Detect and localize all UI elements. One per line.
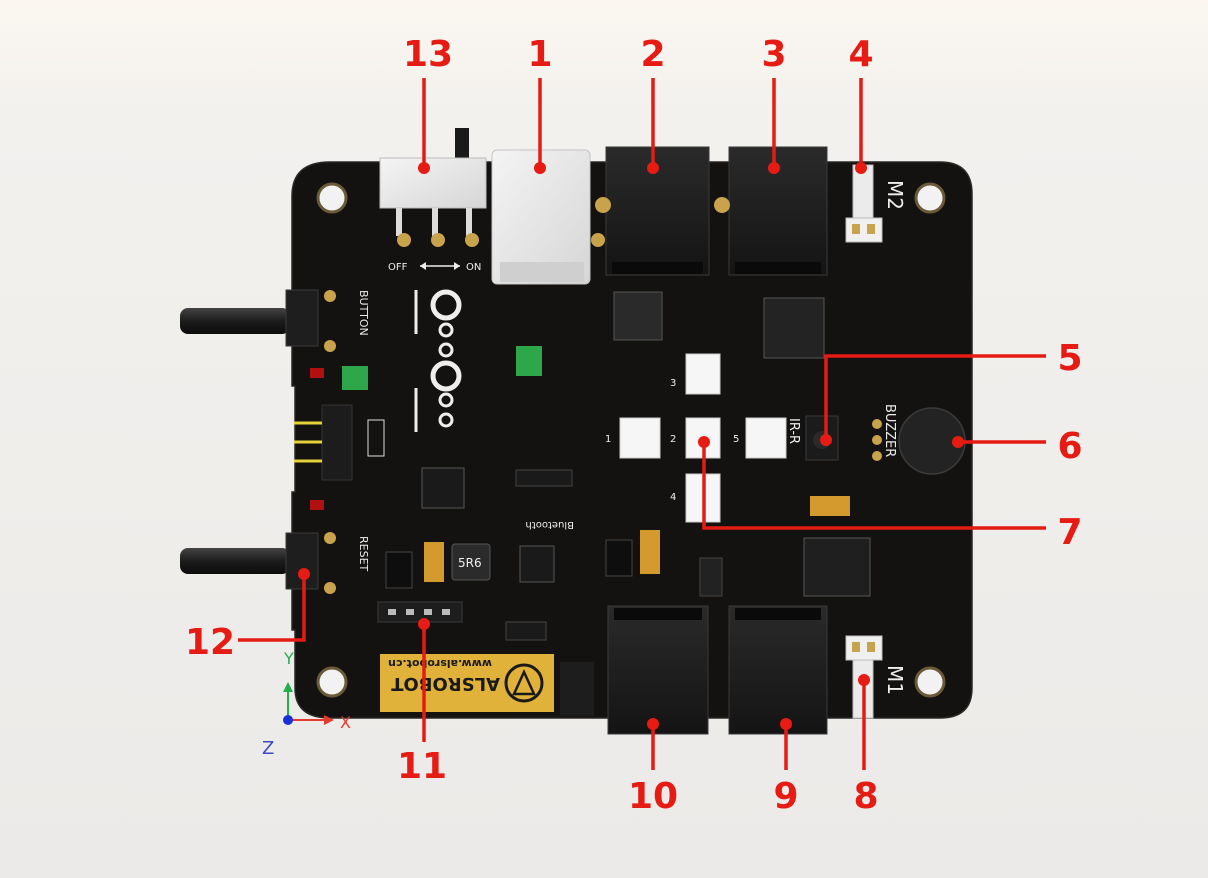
ic-chips: [385, 291, 871, 641]
inductor: [451, 543, 491, 581]
silk-led-5: 5: [733, 434, 739, 445]
callout-6: 6: [1057, 426, 1082, 467]
callout-12: 12: [185, 622, 235, 663]
side-header-pins: [294, 404, 385, 481]
callout-8: 8: [853, 776, 878, 817]
motor-connector-m2[interactable]: [845, 164, 883, 243]
silk-bluetooth: Bluetooth: [525, 519, 574, 530]
silk-on: ON: [466, 262, 481, 273]
callout-numbers: 13 1 2 3 4 5 6 7 8 9 10 11 12: [185, 34, 1083, 817]
silk-inductor: 5R6: [458, 556, 482, 570]
callout-2: 2: [640, 34, 665, 75]
leader-12: [238, 574, 306, 642]
callout-dots: [298, 162, 964, 730]
led-number-labels: 1 2 3 4 5: [605, 378, 739, 503]
user-button[interactable]: [180, 289, 336, 352]
callout-7: 7: [1057, 512, 1082, 553]
axis-triad: [283, 682, 334, 725]
rj-port-9[interactable]: [728, 605, 828, 735]
power-slide-switch[interactable]: [379, 128, 487, 247]
board-logo-silk: [414, 289, 462, 432]
pad-grid: [560, 662, 594, 716]
leader-5: [824, 354, 1046, 440]
leader-7: [702, 442, 1046, 530]
silk-m1: M1: [883, 665, 907, 695]
brand-logo-plate: [380, 654, 554, 712]
axis-label-x: X: [340, 713, 351, 732]
callout-13: 13: [403, 34, 453, 75]
silk-led-1: 1: [605, 434, 611, 445]
callout-5: 5: [1057, 338, 1082, 379]
callout-10: 10: [628, 776, 678, 817]
axis-label-z: Z: [262, 738, 274, 759]
mounting-holes: [316, 182, 946, 698]
silk-ir-r: IR-R: [786, 418, 801, 444]
rj-port-10[interactable]: [607, 605, 709, 735]
callout-4: 4: [848, 34, 873, 75]
callout-1: 1: [527, 34, 552, 75]
four-pin-header[interactable]: [377, 601, 463, 623]
callout-11: 11: [397, 746, 447, 787]
callout-3: 3: [761, 34, 786, 75]
rj-port-2[interactable]: [595, 146, 710, 276]
ir-sensor-modules: [619, 353, 787, 523]
silk-off: OFF: [388, 262, 408, 273]
power-jack[interactable]: [491, 149, 605, 285]
brand-name: ALSROBOT: [390, 673, 500, 694]
axis-label-y: Y: [283, 649, 294, 668]
callout-9: 9: [773, 776, 798, 817]
silk-reset: RESET: [357, 536, 370, 572]
tantalum-capacitors: [424, 496, 850, 582]
brand-url: www.alsrobot.cn: [388, 657, 492, 670]
silk-buzzer: BUZZER: [882, 404, 897, 457]
callout-leaders: [238, 78, 1046, 770]
silk-m2: M2: [883, 180, 907, 210]
silk-led-3: 3: [670, 378, 676, 389]
silk-button: BUTTON: [357, 290, 370, 336]
silk-led-2: 2: [670, 434, 676, 445]
status-leds: [310, 346, 542, 510]
silk-led-4: 4: [670, 492, 676, 503]
reset-button[interactable]: [180, 532, 336, 594]
